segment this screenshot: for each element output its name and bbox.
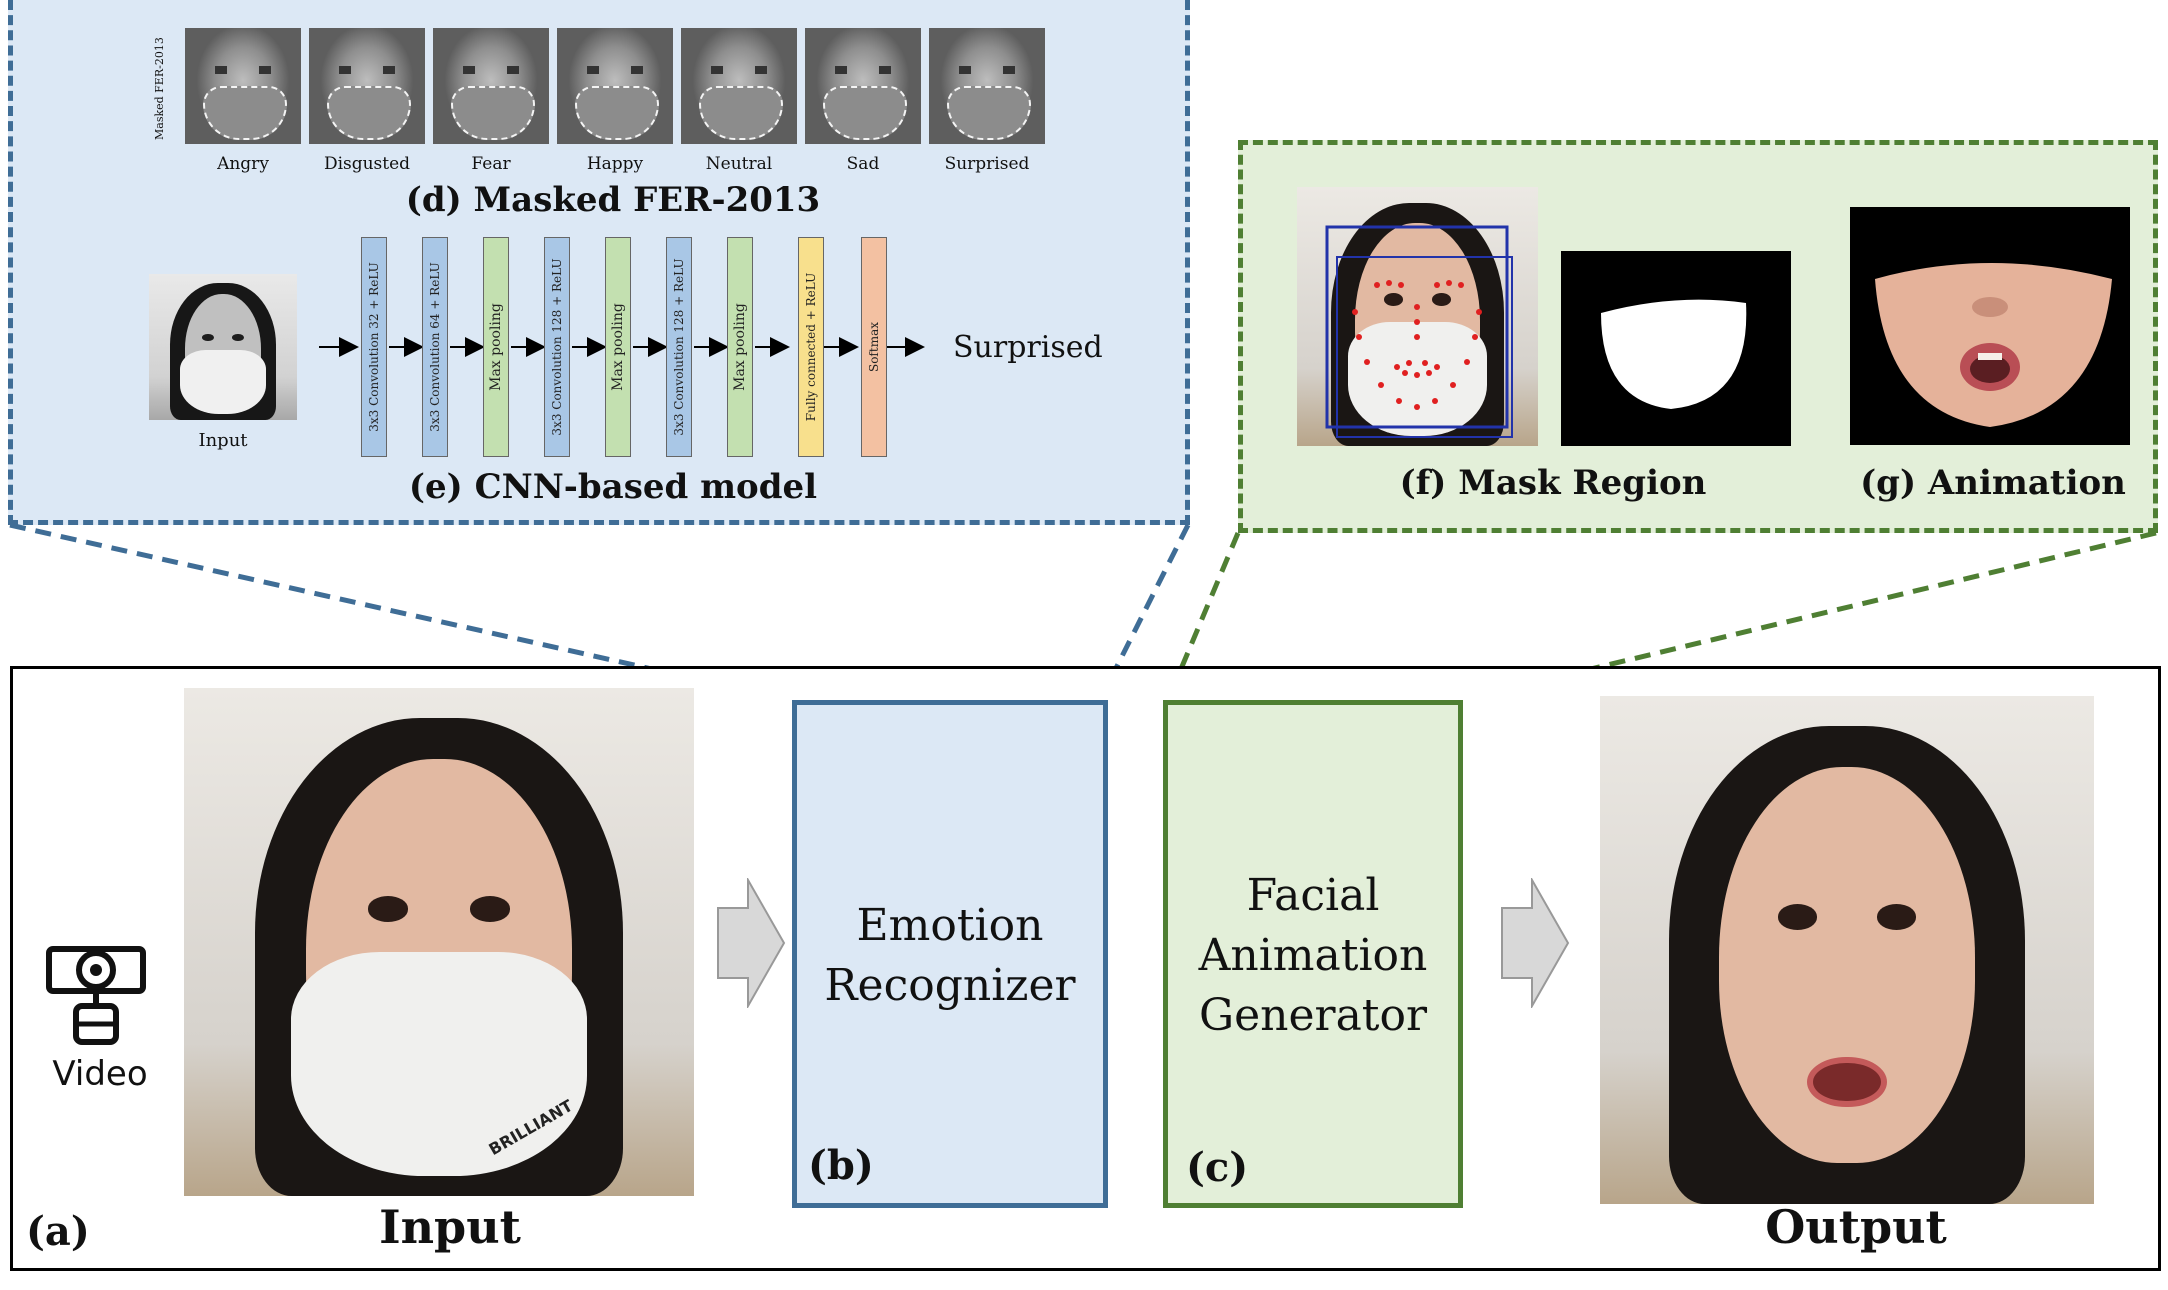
- cnn-input-label: Input: [198, 430, 248, 451]
- cnn-layer: Max pooling: [483, 237, 509, 457]
- emotion-recognizer-label-1: Emotion: [856, 900, 1044, 951]
- emotion-label: Surprised: [944, 154, 1030, 174]
- emotion-label: Sad: [846, 154, 880, 174]
- panel-g-title: (g) Animation: [1860, 463, 2126, 503]
- cnn-layer: 3x3 Convolution 64 + ReLU: [422, 237, 448, 457]
- output-photo: [1600, 696, 2094, 1204]
- tag-c: (c): [1186, 1144, 1249, 1191]
- cnn-layer: 3x3 Convolution 32 + ReLU: [361, 237, 387, 457]
- generator-label-3: Generator: [1198, 990, 1428, 1041]
- cnn-layer: 3x3 Convolution 128 + ReLU: [544, 237, 570, 457]
- face-thumb-fear: [433, 28, 549, 144]
- tag-a: (a): [26, 1208, 90, 1255]
- landmark-overlay: [1325, 225, 1513, 438]
- emotion-label: Neutral: [705, 154, 773, 174]
- cnn-layer: Softmax: [861, 237, 887, 457]
- cnn-output-label: Surprised: [953, 330, 1103, 365]
- flow-arrow-1: [717, 878, 786, 1008]
- flow-arrow-2: [1501, 878, 1570, 1008]
- input-caption: Input: [379, 1200, 521, 1254]
- mask-region-image: [1561, 251, 1791, 446]
- panel-mask-animation: (f) Mask Region (g) Animation: [1238, 140, 2158, 533]
- animation-face: [1875, 263, 2112, 427]
- video-label: Video: [52, 1054, 148, 1094]
- face-thumb-neutral: [681, 28, 797, 144]
- webcam-icon: [46, 946, 146, 1045]
- generator-label-2: Animation: [1198, 930, 1428, 981]
- face-thumb-angry: [185, 28, 301, 144]
- emotion-label: Disgusted: [323, 154, 411, 174]
- output-caption: Output: [1765, 1200, 1947, 1254]
- cnn-layer: Fully connected + ReLU: [798, 237, 824, 457]
- cnn-layer: Max pooling: [605, 237, 631, 457]
- panel-e-title: (e) CNN-based model: [408, 467, 818, 507]
- generator-label-1: Facial: [1246, 870, 1380, 921]
- emotion-label: Fear: [471, 154, 511, 174]
- face-thumb-happy: [557, 28, 673, 144]
- mask-region-shape: [1601, 299, 1747, 409]
- animation-image: [1850, 207, 2130, 445]
- tag-b: (b): [808, 1142, 874, 1189]
- input-photo: BRILLIANT: [184, 688, 694, 1196]
- face-thumb-surprised: [929, 28, 1045, 144]
- panel-d-title: (d) Masked FER-2013: [405, 180, 821, 220]
- cnn-layer: 3x3 Convolution 128 + ReLU: [666, 237, 692, 457]
- cnn-layer: Max pooling: [727, 237, 753, 457]
- face-thumb-sad: [805, 28, 921, 144]
- panel-f-title: (f) Mask Region: [1399, 463, 1707, 503]
- face-thumb-disgusted: [309, 28, 425, 144]
- landmark-photo: [1297, 187, 1538, 446]
- emotion-recognizer-box: [792, 700, 1108, 1208]
- cnn-input-photo: [149, 274, 297, 420]
- emotion-label: Happy: [586, 154, 644, 174]
- facial-animation-generator-box: [1163, 700, 1463, 1208]
- emotion-label: Angry: [217, 154, 269, 174]
- panel-masked-fer-cnn: Masked FER-2013 Angry Disgusted Fear Hap…: [8, 0, 1190, 525]
- emotion-recognizer-label-2: Recognizer: [824, 960, 1076, 1011]
